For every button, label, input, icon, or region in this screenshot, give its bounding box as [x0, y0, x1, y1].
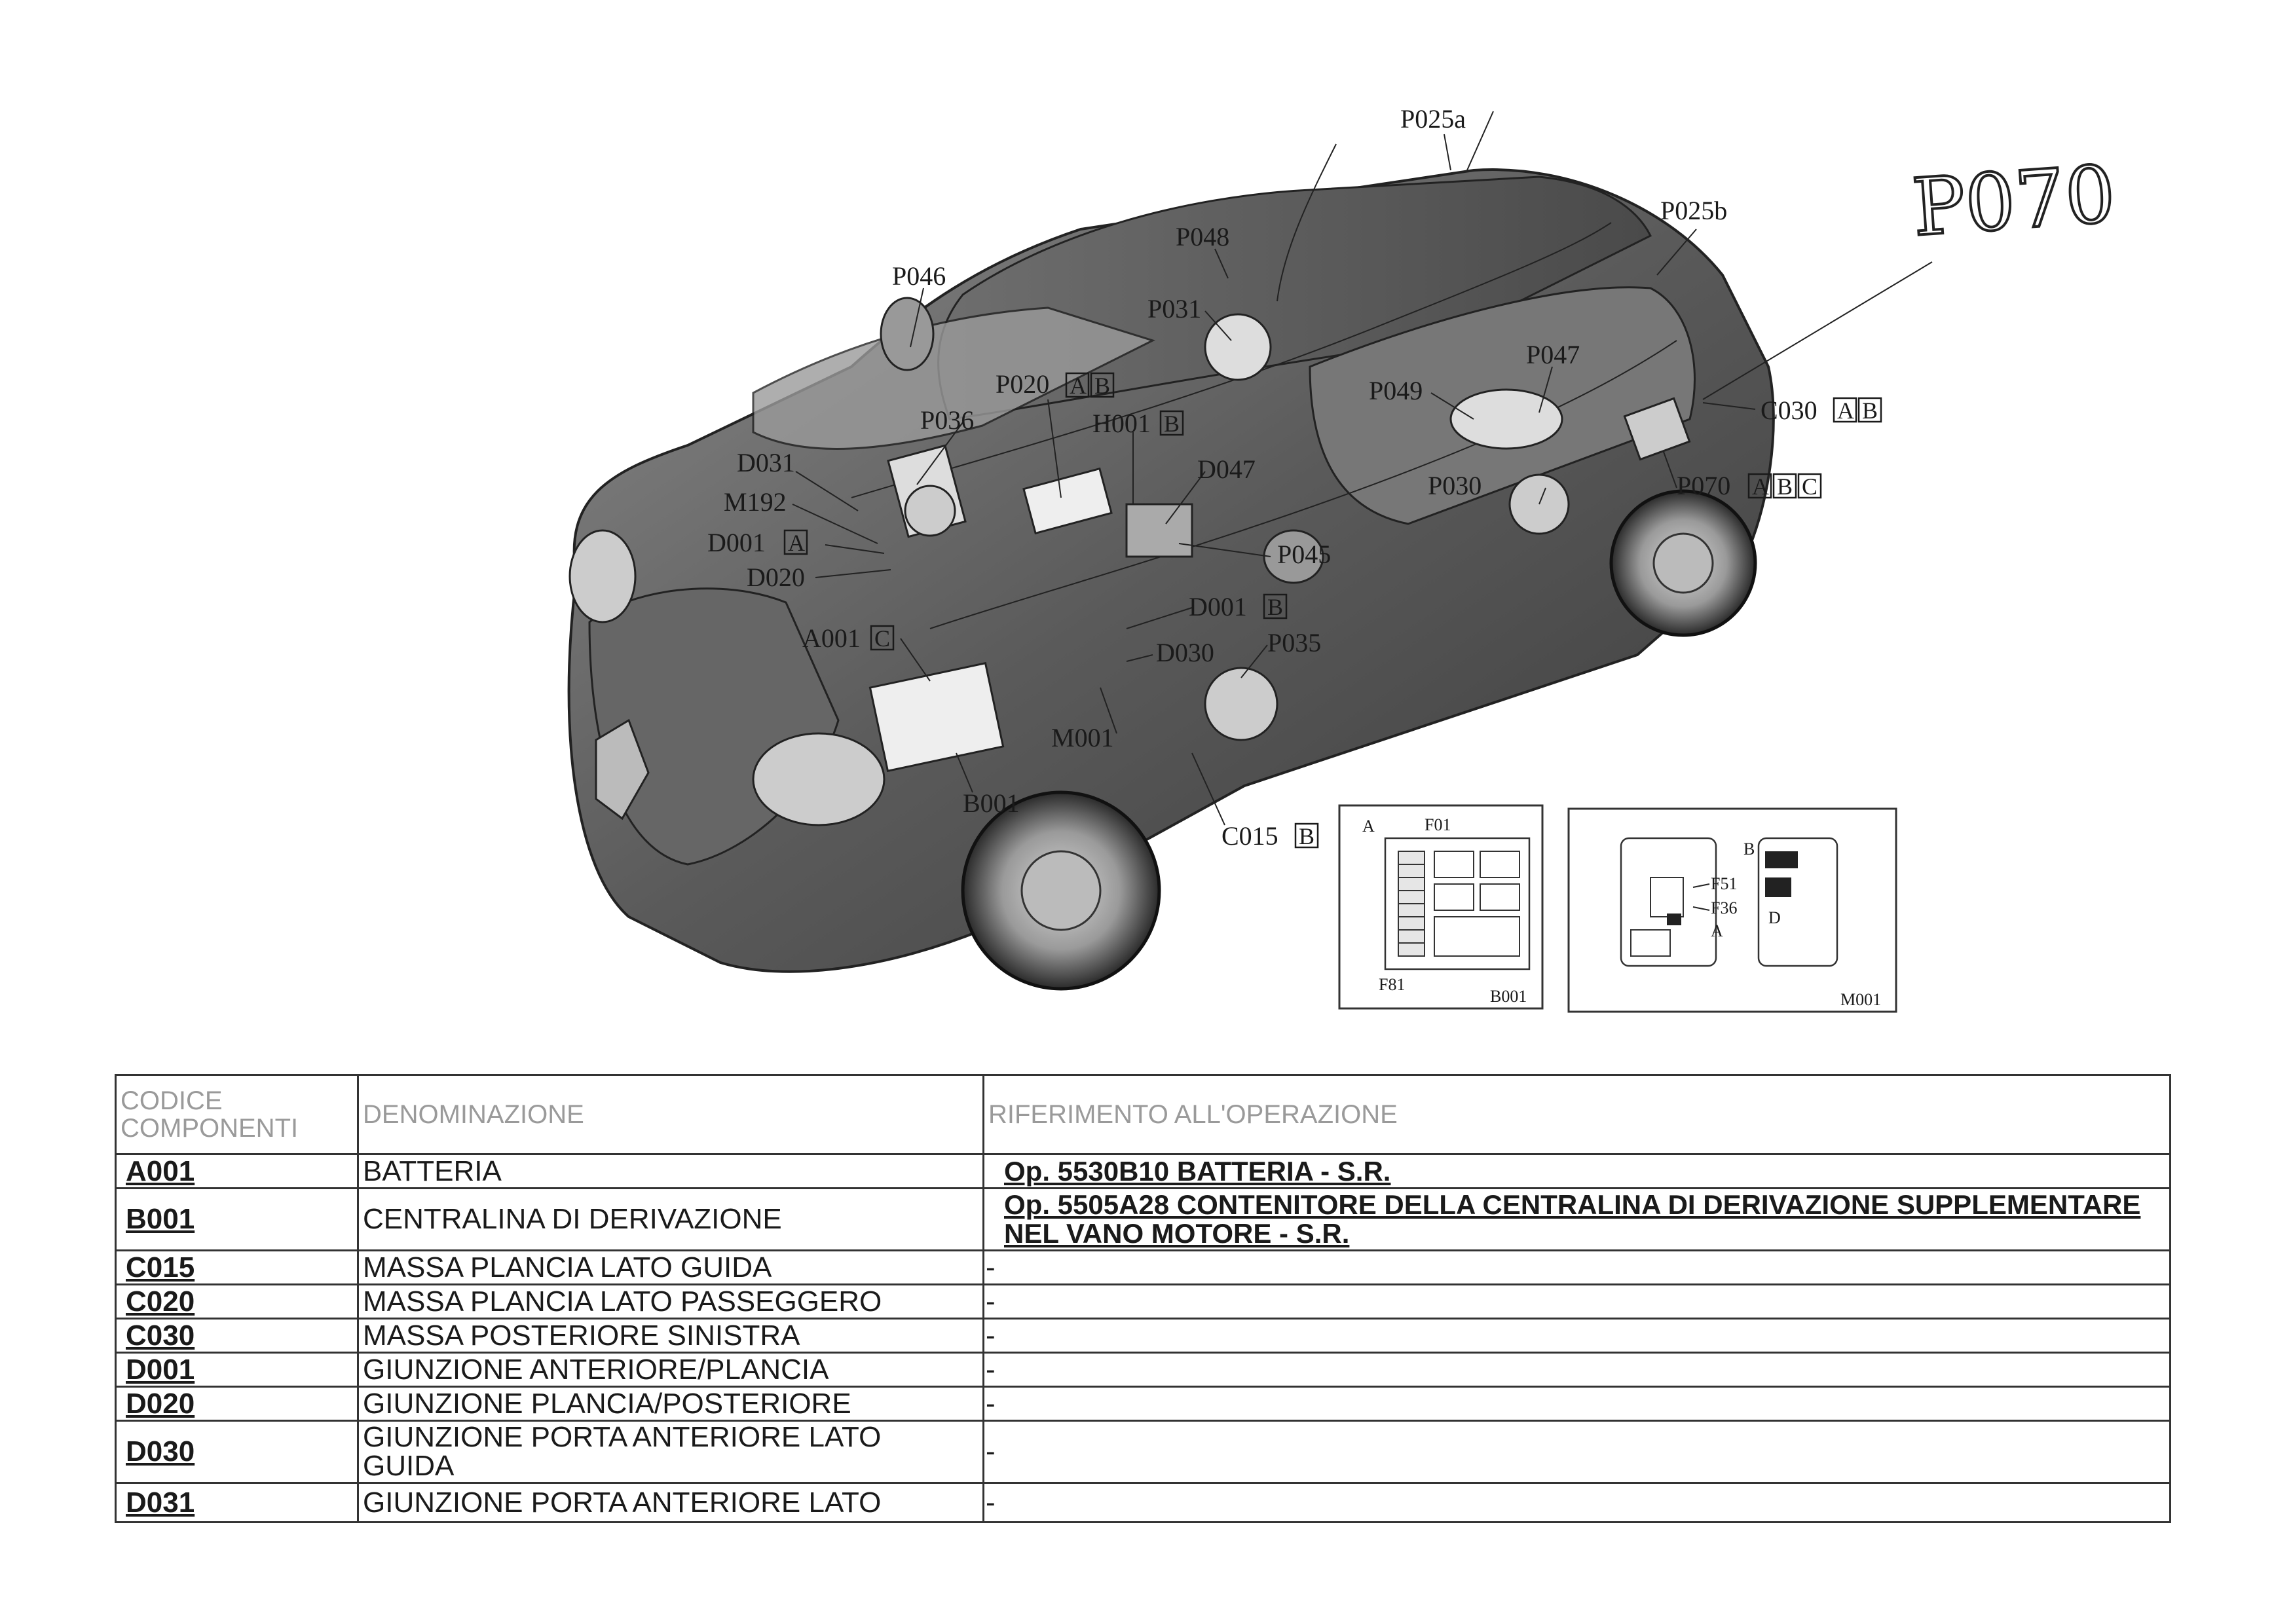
components-table: CODICE COMPONENTI DENOMINAZIONE RIFERIME…: [115, 1074, 2171, 1523]
cell-name: BATTERIA: [357, 1153, 984, 1189]
inset-m001-caption: M001: [1840, 990, 1881, 1009]
cell-ref: Op. 5530B10 BATTERIA - S.R.: [982, 1153, 2171, 1189]
letter-b: B: [1862, 397, 1878, 424]
cell-code: C015: [115, 1249, 359, 1285]
cell-code: D031: [115, 1482, 359, 1523]
label-p048: P048: [1176, 222, 1229, 251]
cell-name: GIUNZIONE PORTA ANTERIORE LATO GUIDA: [357, 1420, 984, 1484]
label-d001-b: D001: [1189, 592, 1247, 621]
label-p045: P045: [1277, 540, 1331, 569]
component-labels: P025a P025b P048 P046 P031 P047 P049 P02…: [707, 104, 1882, 851]
car-body: [567, 111, 1775, 991]
label-b001: B001: [963, 788, 1020, 818]
table-row: A001 BATTERIA Op. 5530B10 BATTERIA - S.R…: [115, 1153, 2171, 1189]
table-row: D031 GIUNZIONE PORTA ANTERIORE LATO -: [115, 1482, 2171, 1523]
cell-name: MASSA PLANCIA LATO GUIDA: [357, 1249, 984, 1285]
label-d030: D030: [1156, 638, 1214, 667]
label-p025a: P025a: [1400, 104, 1466, 134]
cell-ref: Op. 5505A28 CONTENITORE DELLA CENTRALINA…: [982, 1187, 2171, 1251]
letter-b: B: [1164, 411, 1180, 437]
header-codice-componenti: CODICE COMPONENTI: [115, 1074, 359, 1155]
letter-c: C: [874, 625, 890, 652]
table-row: B001 CENTRALINA DI DERIVAZIONE Op. 5505A…: [115, 1187, 2171, 1251]
label-p025b: P025b: [1660, 196, 1727, 225]
table-row: C015 MASSA PLANCIA LATO GUIDA -: [115, 1249, 2171, 1285]
label-d031: D031: [737, 448, 795, 477]
cell-ref: -: [982, 1420, 2171, 1484]
letter-b: B: [1299, 823, 1314, 849]
cell-ref: -: [982, 1482, 2171, 1523]
inset-b001-caption: B001: [1490, 987, 1527, 1006]
handwritten-note: P070: [1909, 149, 2118, 254]
table-row: C020 MASSA PLANCIA LATO PASSEGGERO -: [115, 1283, 2171, 1320]
cell-code: D020: [115, 1386, 359, 1422]
label-p031: P031: [1147, 294, 1201, 323]
cell-code: A001: [115, 1153, 359, 1189]
label-d020: D020: [747, 563, 805, 592]
leader-lines: [792, 134, 1933, 826]
cell-code: D030: [115, 1420, 359, 1484]
inset-m001: B F51 F36 A D M001: [1567, 807, 1897, 1013]
letter-b: B: [1267, 594, 1283, 620]
label-m001: M001: [1051, 723, 1114, 752]
table-row: D001 GIUNZIONE ANTERIORE/PLANCIA -: [115, 1352, 2171, 1388]
letter-c: C: [1802, 473, 1817, 500]
cell-name: MASSA POSTERIORE SINISTRA: [357, 1318, 984, 1354]
inset-m001-label-d: D: [1768, 908, 1781, 927]
label-a001: A001: [802, 623, 861, 653]
cell-name: GIUNZIONE ANTERIORE/PLANCIA: [357, 1352, 984, 1388]
cell-code: D001: [115, 1352, 359, 1388]
inset-b001-label-a: A: [1362, 817, 1375, 836]
cell-code: B001: [115, 1187, 359, 1251]
letter-a: A: [1752, 473, 1769, 500]
label-p070: P070: [1677, 471, 1730, 500]
letter-a: A: [1837, 397, 1854, 424]
header-denominazione: DENOMINAZIONE: [357, 1074, 984, 1155]
inset-b001-label-f81: F81: [1379, 975, 1405, 994]
cell-code: C020: [115, 1283, 359, 1320]
inset-m001-label-b: B: [1743, 840, 1755, 858]
table-row: C030 MASSA POSTERIORE SINISTRA -: [115, 1318, 2171, 1354]
table-header-row: CODICE COMPONENTI DENOMINAZIONE RIFERIME…: [115, 1074, 2171, 1155]
table-row: D020 GIUNZIONE PLANCIA/POSTERIORE -: [115, 1386, 2171, 1422]
label-h001: H001: [1092, 409, 1151, 438]
cell-ref: -: [982, 1318, 2171, 1354]
cell-name: MASSA PLANCIA LATO PASSEGGERO: [357, 1283, 984, 1320]
letter-b: B: [1777, 473, 1793, 500]
cell-name: GIUNZIONE PLANCIA/POSTERIORE: [357, 1386, 984, 1422]
table-row: D030 GIUNZIONE PORTA ANTERIORE LATO GUID…: [115, 1420, 2171, 1484]
label-c015: C015: [1221, 821, 1278, 851]
cell-code: C030: [115, 1318, 359, 1354]
cell-name: CENTRALINA DI DERIVAZIONE: [357, 1187, 984, 1251]
car-wiring-diagram: P025a P025b P048 P046 P031 P047 P049 P02…: [567, 104, 2119, 1013]
inset-b001-label-f01: F01: [1425, 815, 1451, 834]
label-d001-a: D001: [707, 528, 766, 557]
label-c030: C030: [1761, 396, 1817, 425]
inset-m001-label-f36: F36: [1711, 898, 1737, 917]
inset-m001-label-f51: F51: [1711, 874, 1737, 893]
letter-a: A: [788, 530, 805, 556]
cell-ref: -: [982, 1283, 2171, 1320]
label-p047: P047: [1526, 340, 1580, 369]
label-p030: P030: [1428, 471, 1482, 500]
inset-b001: A F01 F81 B001: [1338, 804, 1544, 1010]
cell-ref: -: [982, 1352, 2171, 1388]
label-p035: P035: [1267, 628, 1321, 657]
label-m192: M192: [724, 487, 787, 517]
label-p020: P020: [996, 369, 1049, 399]
cell-ref: -: [982, 1386, 2171, 1422]
label-p046: P046: [892, 261, 946, 291]
label-p049: P049: [1369, 376, 1423, 405]
letter-a: A: [1070, 373, 1087, 399]
cell-ref: -: [982, 1249, 2171, 1285]
letter-b: B: [1094, 373, 1110, 399]
label-d047: D047: [1197, 454, 1256, 484]
cell-name: GIUNZIONE PORTA ANTERIORE LATO: [357, 1482, 984, 1523]
inset-m001-label-a: A: [1711, 921, 1723, 940]
header-riferimento: RIFERIMENTO ALL'OPERAZIONE: [982, 1074, 2171, 1155]
label-p036: P036: [920, 405, 974, 435]
